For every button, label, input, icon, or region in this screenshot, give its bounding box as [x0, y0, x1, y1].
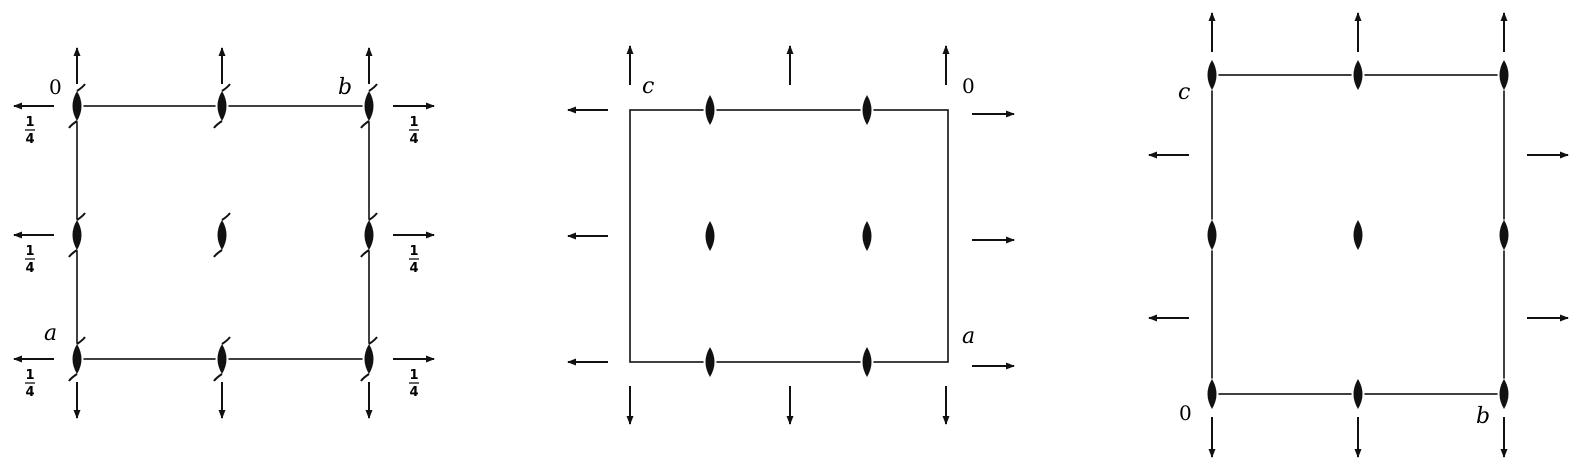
svg-text:4: 4 [25, 261, 34, 276]
rotation-axis-icon [1497, 378, 1511, 410]
rotation-axis-icon [1497, 219, 1511, 251]
axis-label-c: c [642, 74, 654, 99]
svg-text:1: 1 [25, 368, 34, 383]
rotation-axis-icon [1351, 219, 1365, 251]
rotation-axis-icon [1351, 59, 1365, 91]
axis-label-c: c [1178, 80, 1190, 105]
screw-axis-icon [68, 83, 86, 129]
svg-text:1: 1 [409, 115, 418, 130]
svg-text:4: 4 [25, 385, 34, 400]
rotation-axis-icon [1205, 59, 1219, 91]
rotation-axis-icon [703, 220, 717, 252]
rotation-axis-icon [1205, 378, 1219, 410]
rotation-axis-icon [860, 94, 874, 126]
screw-axis-icon [213, 336, 231, 382]
screw-axis-icon [68, 336, 86, 382]
screw-axis-icon [213, 83, 231, 129]
height-fraction-label: 14 [409, 368, 419, 400]
rotation-axis-icon [703, 94, 717, 126]
svg-text:4: 4 [409, 132, 418, 147]
screw-axis-icon [360, 212, 378, 258]
diagram-panel-2: c 0 a [567, 45, 1015, 425]
rotation-axis-icon [1497, 59, 1511, 91]
diagram-panel-3: c 0 b [1148, 12, 1569, 458]
svg-text:4: 4 [409, 385, 418, 400]
svg-text:1: 1 [25, 244, 34, 259]
svg-text:4: 4 [409, 261, 418, 276]
rotation-axis-icon [860, 220, 874, 252]
height-fraction-label: 14 [409, 244, 419, 276]
screw-axis-icon [360, 336, 378, 382]
height-fraction-label: 14 [409, 115, 419, 147]
axis-label-a: a [44, 321, 57, 346]
rotation-axis-icon [860, 346, 874, 378]
height-fraction-label: 14 [25, 115, 35, 147]
svg-text:1: 1 [409, 368, 418, 383]
rotation-axis-icon [1351, 378, 1365, 410]
origin-label: 0 [962, 74, 975, 98]
axis-label-a: a [962, 324, 975, 349]
height-fraction-label: 14 [25, 368, 35, 400]
screw-axis-icon [68, 212, 86, 258]
svg-text:1: 1 [25, 115, 34, 130]
origin-label: 0 [1179, 401, 1192, 425]
screw-axis-icon [213, 212, 231, 258]
svg-text:4: 4 [25, 132, 34, 147]
screw-axis-icon [360, 83, 378, 129]
origin-label: 0 [49, 75, 62, 99]
svg-text:1: 1 [409, 244, 418, 259]
axis-label-b: b [338, 75, 352, 100]
rotation-axis-icon [1205, 219, 1219, 251]
axis-label-b: b [1476, 404, 1490, 429]
height-fraction-label: 14 [25, 244, 35, 276]
rotation-axis-icon [703, 346, 717, 378]
unit-cell-outline [629, 109, 949, 363]
